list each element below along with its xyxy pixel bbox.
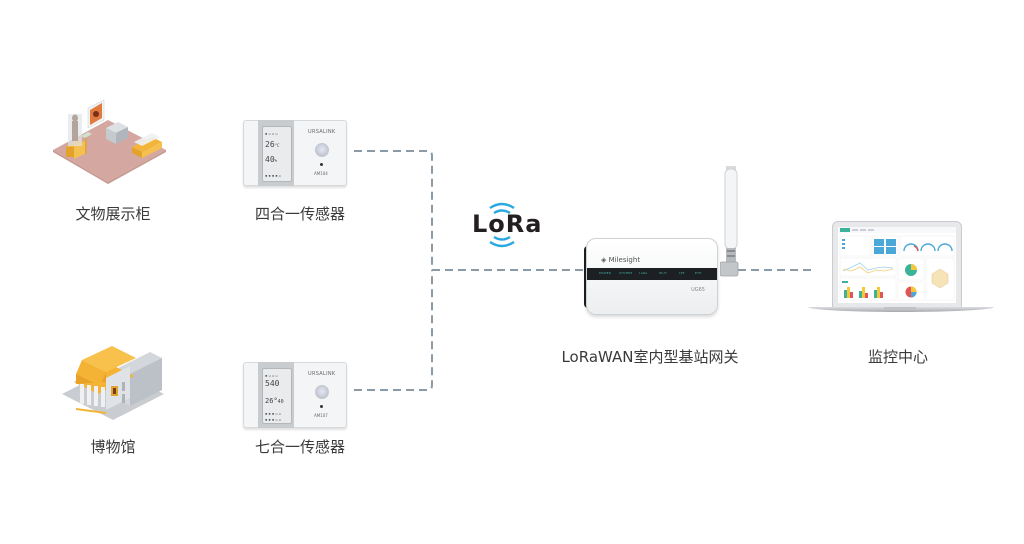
museum-building-icon xyxy=(58,338,168,423)
indicator-light xyxy=(320,405,323,408)
pir-sensor-icon xyxy=(315,143,329,157)
lcd-temp-humidity: 26°40 xyxy=(265,397,284,405)
sensor-model: AM107 xyxy=(314,413,328,418)
led-label: LTE xyxy=(679,271,685,275)
lcd-co2: 540 xyxy=(265,379,280,388)
lcd-status-row: ▪▫▫▫ xyxy=(265,373,279,378)
gateway-device: ◈ Milesight POWER SYSTEM LoRa Wi-Fi LTE … xyxy=(586,238,718,315)
lora-logo: LoRa xyxy=(470,198,550,254)
museum-label: 博物馆 xyxy=(90,438,136,456)
connector-sensor4-to-gateway xyxy=(354,150,433,270)
lora-text: LoRa xyxy=(472,210,543,238)
lcd-indicator-row: ▪▪▪▪▫ xyxy=(265,173,283,178)
exhibit-room-icon xyxy=(48,92,168,187)
laptop-notch xyxy=(884,307,916,309)
sensor-lcd: ▪▫▫▫ 540 26°40 ▪▪▪▫▫ ▪▪▪▫▫ xyxy=(262,368,292,424)
laptop-base xyxy=(808,307,994,312)
indicator-light xyxy=(320,163,323,166)
exhibit-case-label: 文物展示柜 xyxy=(75,205,151,223)
lcd-humidity: 40% xyxy=(265,155,278,164)
gateway-brand: ◈ Milesight xyxy=(601,256,641,264)
led-label: POWER xyxy=(599,271,612,275)
lcd-indicator-row-2: ▪▪▪▫▫ xyxy=(265,417,283,422)
lcd-temperature: 26°C xyxy=(265,140,280,149)
lcd-status-row: ▪▫▫▫ xyxy=(265,131,279,136)
gateway-label: LoRaWAN室内型基站网关 xyxy=(561,348,739,366)
monitor-center-label: 监控中心 xyxy=(867,348,928,366)
antenna-icon xyxy=(720,164,744,284)
sensor-7in1-device: ▪▫▫▫ 540 26°40 ▪▪▪▫▫ ▪▪▪▫▫ URSALINK AM10… xyxy=(243,362,347,428)
pir-sensor-icon xyxy=(315,385,329,399)
sensor-4in1-label: 四合一传感器 xyxy=(254,205,345,223)
sensor-brand: URSALINK xyxy=(308,129,336,135)
sensor-brand: URSALINK xyxy=(308,371,336,377)
gateway-model: UG65 xyxy=(691,287,705,293)
sensor-lcd: ▪▫▫▫ 26°C 40% ▪▪▪▪▫ xyxy=(262,126,292,182)
connector-sensor7-to-gateway xyxy=(354,270,433,391)
led-label: SYSTEM xyxy=(619,271,633,275)
gateway-led-strip: POWER SYSTEM LoRa Wi-Fi LTE ETH xyxy=(587,268,717,280)
sensor-4in1-device: ▪▫▫▫ 26°C 40% ▪▪▪▪▫ URSALINK AM104 xyxy=(243,120,347,186)
wireless-signal-icon xyxy=(489,202,515,248)
lcd-indicator-row: ▪▪▪▫▫ xyxy=(265,411,283,416)
sensor-7in1-label: 七合一传感器 xyxy=(254,438,345,456)
led-label: Wi-Fi xyxy=(659,271,668,275)
led-label: LoRa xyxy=(639,271,648,275)
laptop-dashboard-icon xyxy=(832,221,962,309)
sensor-model: AM104 xyxy=(314,171,328,176)
led-label: ETH xyxy=(695,271,702,275)
dashboard-screen xyxy=(838,227,956,303)
